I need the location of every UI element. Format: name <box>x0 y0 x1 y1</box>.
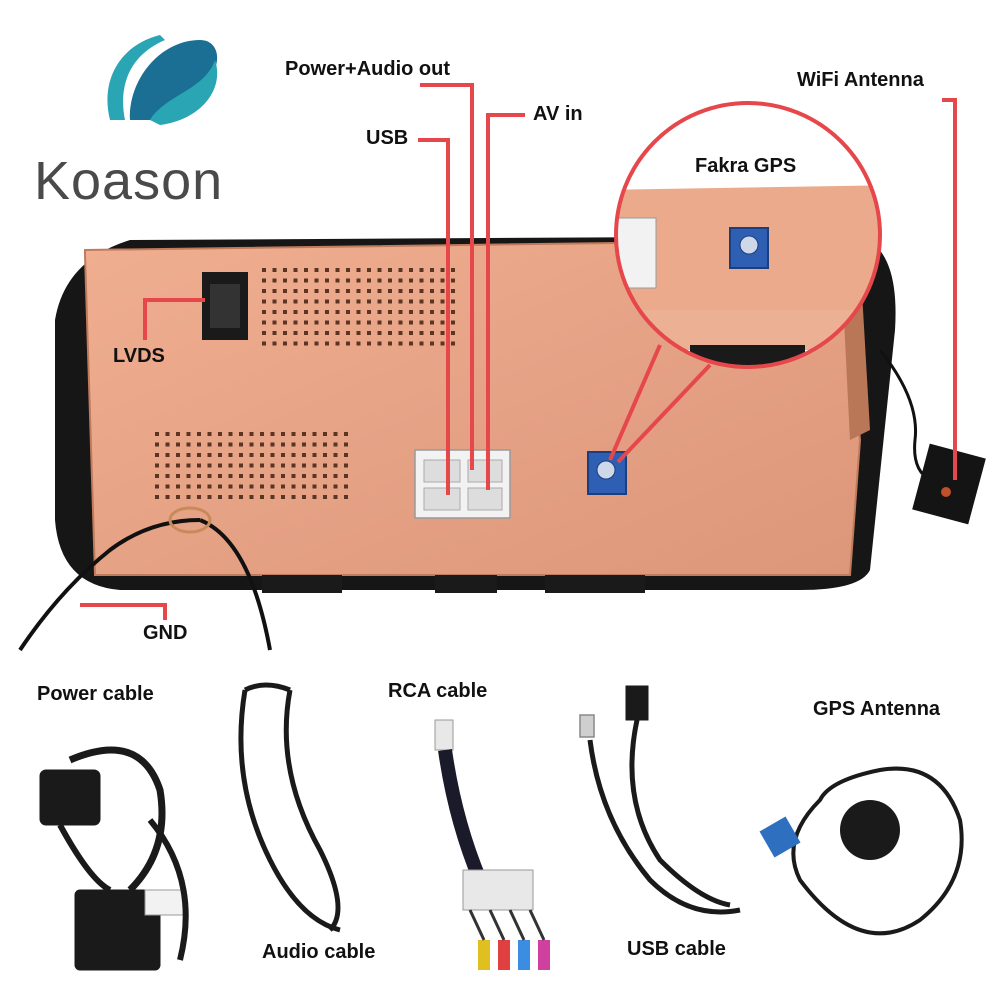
label-audio-cable: Audio cable <box>262 941 376 963</box>
leader-usb <box>418 138 450 495</box>
label-gps-antenna: GPS Antenna <box>813 698 941 720</box>
leader-power-audio <box>420 83 474 470</box>
power-av-usb-connector-block <box>414 449 511 519</box>
vent-grid-lower <box>155 432 348 499</box>
koason-logo-icon <box>107 35 218 125</box>
fakra-gps-port <box>587 451 627 495</box>
gnd-cable-icon <box>18 506 272 652</box>
label-gnd: GND <box>143 622 188 644</box>
label-fakra-gps: Fakra GPS <box>695 155 797 177</box>
label-lvds: LVDS <box>113 345 165 367</box>
wifi-antenna-icon <box>878 349 986 525</box>
label-power-cable: Power cable <box>37 683 154 705</box>
gps-antenna-accessory-icon <box>759 766 964 936</box>
label-usb-cable: USB cable <box>627 938 726 960</box>
label-rca-cable: RCA cable <box>388 680 488 702</box>
leader-av-in <box>486 113 525 490</box>
leader-lines <box>80 83 957 620</box>
rca-cable-icon <box>434 719 550 970</box>
label-av-in: AV in <box>533 103 583 125</box>
audio-cable-icon <box>238 682 341 933</box>
usb-cable-icon <box>579 685 741 915</box>
label-usb: USB <box>366 127 409 149</box>
power-cable-icon <box>39 746 189 971</box>
vent-grid-upper <box>262 268 455 346</box>
lvds-connector <box>202 272 248 340</box>
label-wifi-antenna: WiFi Antenna <box>797 69 924 91</box>
brand-name: Koason <box>34 151 224 211</box>
leader-wifi <box>942 98 957 480</box>
leader-gnd <box>80 603 167 620</box>
label-power-audio-out: Power+Audio out <box>285 58 450 80</box>
leader-lvds <box>143 298 205 340</box>
bottom-clips <box>262 575 645 593</box>
magnifier-inset <box>608 101 882 464</box>
